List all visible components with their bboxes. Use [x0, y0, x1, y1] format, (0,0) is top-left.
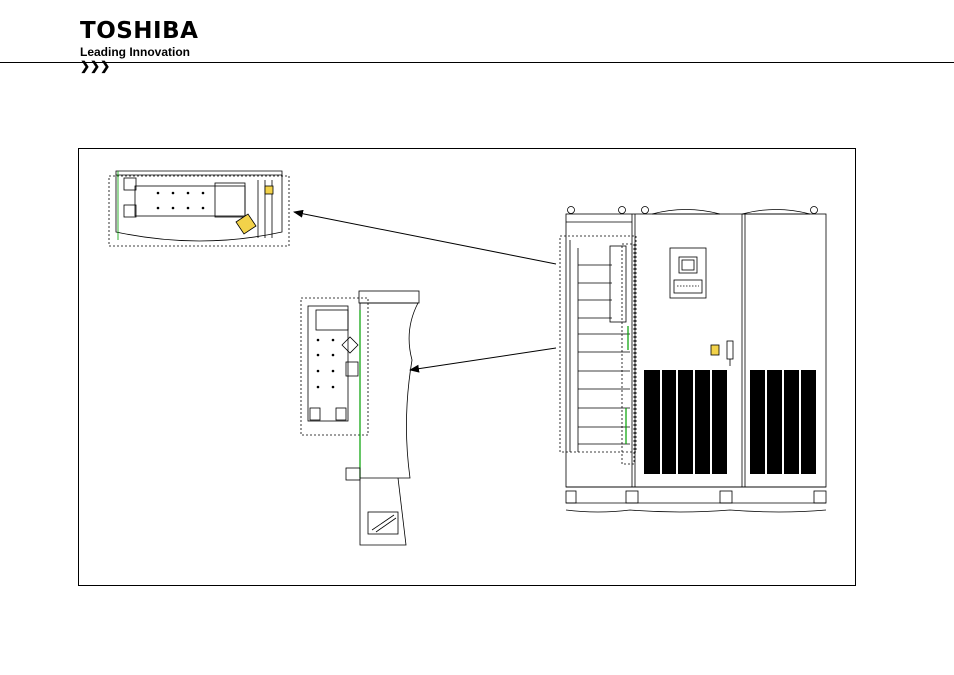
side-terminal-detail	[301, 291, 419, 545]
arrow-to-top-detail	[294, 212, 556, 264]
top-terminal-detail	[109, 171, 289, 246]
busbar-rows	[570, 240, 630, 452]
cabinet-front-view	[560, 207, 826, 513]
callout-arrows	[294, 212, 556, 370]
ventilation-grilles	[644, 370, 816, 474]
arrow-to-side-detail	[410, 348, 556, 370]
